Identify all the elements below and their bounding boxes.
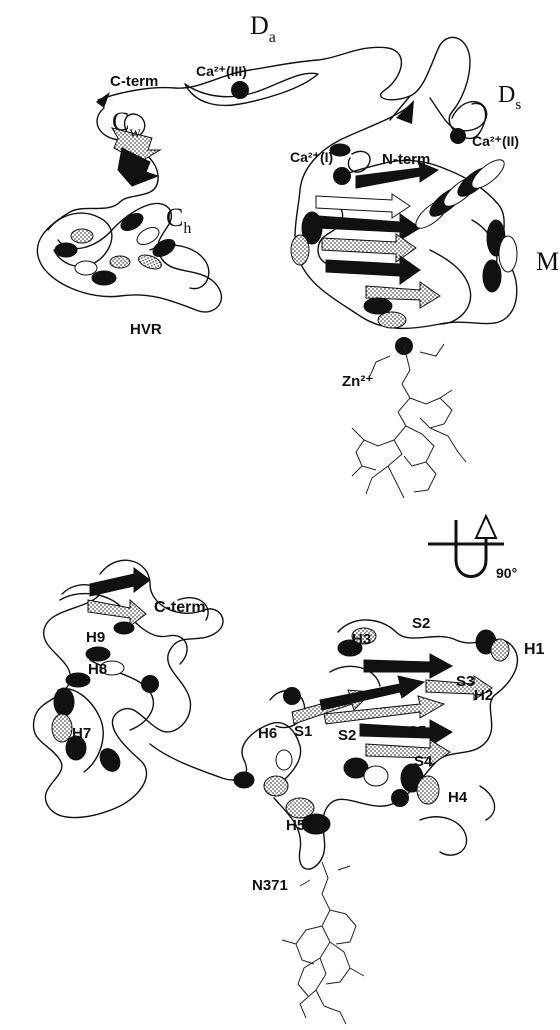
s3-label: S3 [456,673,474,690]
top-glycan-sticks [352,344,466,498]
hvr-label: HVR [130,321,162,338]
m-label: M [536,247,559,276]
ca1-label: Ca²⁺(I) [290,149,333,165]
ca3-label: Ca²⁺(III) [196,63,247,79]
n371-label: N371 [252,877,288,894]
c-term-label-bottom: C-term [154,599,206,616]
bottom-ca-ion-1 [283,687,301,705]
top-view [37,37,517,498]
bottom-left-ca-ion [141,675,159,693]
zn-label: Zn²⁺ [342,373,373,390]
ch-helices [55,210,178,285]
rotation-symbol [428,516,504,577]
domain-a-label: Da [250,11,276,46]
h3-label: H3 [352,631,371,648]
n-term-arrowhead [396,100,414,124]
ca1-ion [333,167,351,185]
h4-label: H4 [448,789,468,806]
h9-label: H9 [86,629,105,646]
s2b-label: S2 [338,727,356,744]
s2a-label: S2 [412,615,430,632]
h7-label: H7 [72,725,91,742]
rotation-angle-label: 90° [496,565,517,581]
top-beta-sheet [316,162,440,308]
bottom-glycan-sticks [282,862,364,1024]
ch-label: Ch [166,203,191,237]
bottom-view [33,560,517,1024]
s1-label: S1 [294,723,312,740]
s5-label: S5 [408,723,426,740]
c-term-label-top: C-term [110,73,158,90]
s4-label: S4 [414,753,433,770]
h8-label: H8 [88,661,107,678]
h5-label: H5 [286,817,305,834]
h1-label: H1 [524,641,545,658]
h2-label: H2 [474,687,493,704]
domain-s-label: Ds [498,82,521,113]
cw-label: Cw [112,107,141,141]
h6-label: H6 [258,725,277,742]
bottom-beta-sheet [292,654,492,766]
bottom-ca-ion-2 [391,789,409,807]
ca2-ion [450,128,466,144]
ca2-label: Ca²⁺(II) [472,133,519,149]
n-term-label: N-term [382,151,430,168]
ca3-ion [231,81,249,99]
